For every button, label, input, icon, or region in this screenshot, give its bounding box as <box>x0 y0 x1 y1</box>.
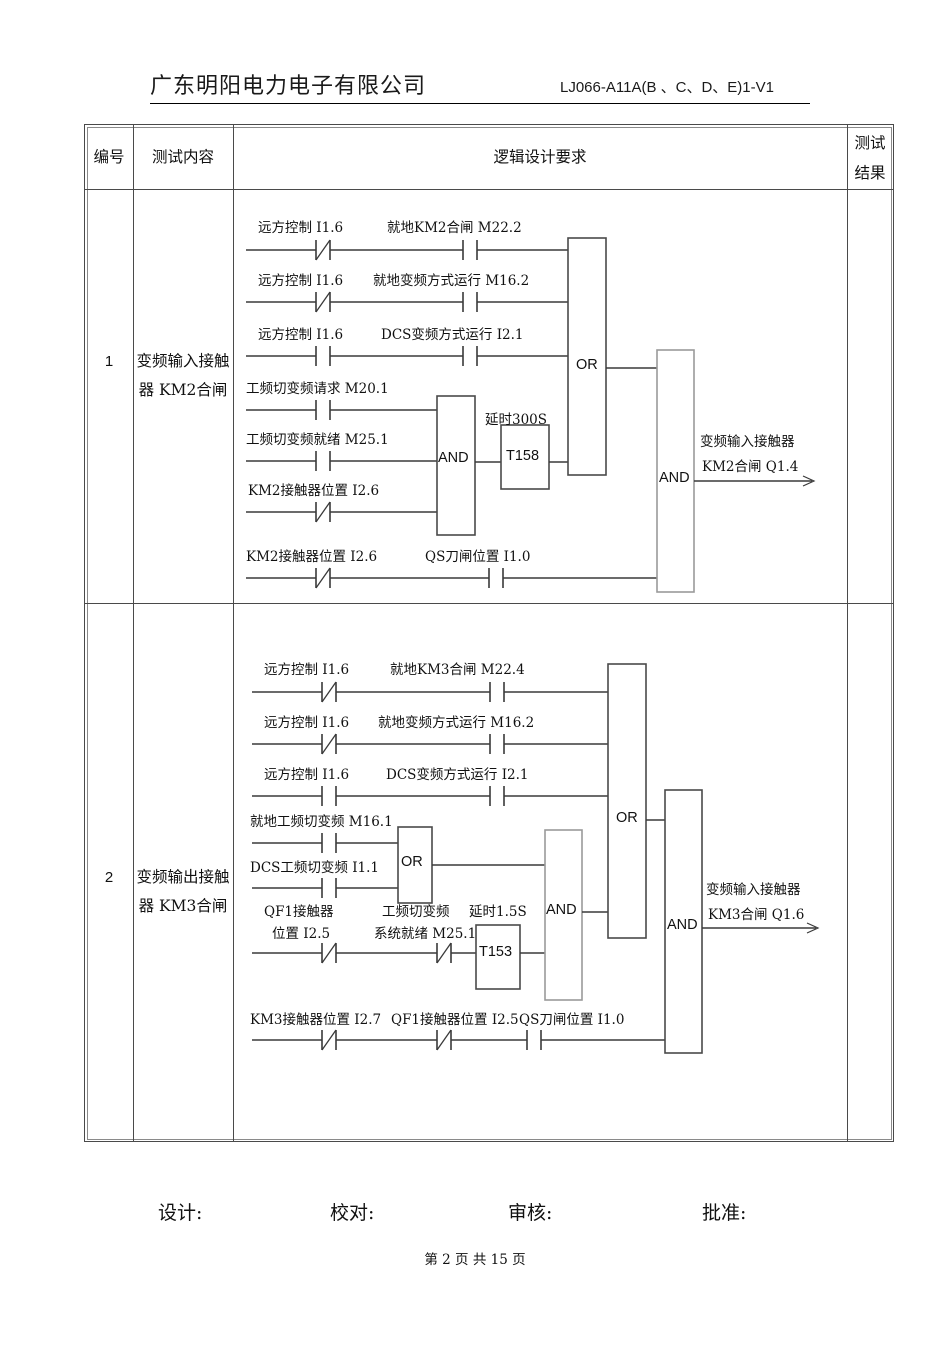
output-2-line2: KM3合闸 Q1.6 <box>708 907 805 923</box>
or-gate-2-main: OR <box>616 810 638 826</box>
and-gate-2-mid: AND <box>546 902 577 918</box>
d2-rung7-label-a: KM3接触器位置 I2.7 <box>250 1012 382 1028</box>
col-header-content: 测试内容 <box>151 148 214 166</box>
rung7-label-a: KM2接触器位置 I2.6 <box>246 549 378 565</box>
signature-approve: 批准: <box>702 1202 747 1224</box>
rung6-label-a: KM2接触器位置 I2.6 <box>248 483 380 499</box>
col-header-no: 编号 <box>93 148 125 166</box>
page-number: 第 2 页 共 15 页 <box>424 1252 526 1268</box>
d2-rung6-label-a2: 位置 I2.5 <box>272 926 331 942</box>
table-hline-row <box>85 603 893 604</box>
row-2-number: 2 <box>104 869 114 886</box>
col-header-result: 测试结果 <box>854 134 886 182</box>
timer-2-caption: 延时1.5S <box>469 904 527 920</box>
rung7-label-b: QS刀闸位置 I1.0 <box>425 549 531 565</box>
rung2-label-a: 远方控制 I1.6 <box>258 273 344 289</box>
d2-rung7-label-b: QF1接触器位置 I2.5 <box>391 1012 519 1028</box>
document-header: 广东明阳电力电子有限公司 LJ066-A11A(B 、C、D、E)1-V1 <box>150 68 810 114</box>
rung3-label-a: 远方控制 I1.6 <box>258 327 344 343</box>
rung3-label-b2: DCS变频方式运行 I2.1 <box>381 327 524 343</box>
d2-rung6-label-b2: 系统就绪 M25.1 <box>374 926 477 942</box>
table-vline-2 <box>233 125 234 1141</box>
timer-1-caption: 延时300S <box>485 412 548 428</box>
rung5-label-a: 工频切变频就绪 M25.1 <box>246 432 389 448</box>
table-hline-header <box>85 189 893 190</box>
and-gate-1-inner: AND <box>438 450 469 466</box>
d2-rung1-label-a: 远方控制 I1.6 <box>264 662 350 678</box>
timer-1-name: T158 <box>506 448 540 464</box>
rung1-label-a: 远方控制 I1.6 <box>258 220 344 236</box>
d2-rung3-label-a: 远方控制 I1.6 <box>264 767 350 783</box>
d2-rung3-label-b: DCS变频方式运行 I2.1 <box>386 767 529 783</box>
or-gate-1-main: OR <box>576 357 598 373</box>
and-gate-2-final: AND <box>667 917 698 933</box>
output-2-line1: 变频输入接触器 <box>706 882 801 898</box>
d2-rung2-label-a: 远方控制 I1.6 <box>264 715 350 731</box>
table-vline-1 <box>133 125 134 1141</box>
output-1-line2: KM2合闸 Q1.4 <box>702 459 799 475</box>
output-1-line1: 变频输入接触器 <box>700 434 795 450</box>
or-gate-2-small: OR <box>401 854 423 870</box>
signature-review: 审核: <box>508 1202 553 1224</box>
signature-check: 校对: <box>330 1202 375 1224</box>
rung1-label-b: 就地KM2合闸 M22.2 <box>387 220 522 236</box>
d2-rung7-label-c: QS刀闸位置 I1.0 <box>519 1012 625 1028</box>
signature-design: 设计: <box>158 1202 203 1224</box>
d2-rung2-label-b: 就地变频方式运行 M16.2 <box>378 715 535 731</box>
rung4-label-a: 工频切变频请求 M20.1 <box>246 381 389 397</box>
rung2-label-b: 就地变频方式运行 M16.2 <box>373 273 530 289</box>
company-name: 广东明阳电力电子有限公司 <box>150 74 427 99</box>
and-gate-1-final: AND <box>659 470 690 486</box>
header-divider <box>150 103 810 104</box>
d2-rung1-label-b: 就地KM3合闸 M22.4 <box>390 662 525 678</box>
col-header-logic: 逻辑设计要求 <box>493 148 587 166</box>
document-code: LJ066-A11A(B 、C、D、E)1-V1 <box>560 79 774 96</box>
d2-rung6-label-a1: QF1接触器 <box>264 904 334 920</box>
timer-2-name: T153 <box>479 944 513 960</box>
d2-rung4-label-a: 就地工频切变频 M16.1 <box>250 814 393 830</box>
table-vline-3 <box>847 125 848 1141</box>
row-1-number: 1 <box>104 353 114 370</box>
d2-rung5-label-a: DCS工频切变频 I1.1 <box>250 860 379 876</box>
row-2-name: 变频输出接触器 KM3合闸 <box>136 868 230 915</box>
row-1-name: 变频输入接触器 KM2合闸 <box>136 352 230 399</box>
test-spec-table: 编号 测试内容 逻辑设计要求 测试结果 1 变频输入接触器 KM2合闸 2 变频… <box>84 124 894 1142</box>
d2-rung6-label-b1: 工频切变频 <box>382 904 450 920</box>
